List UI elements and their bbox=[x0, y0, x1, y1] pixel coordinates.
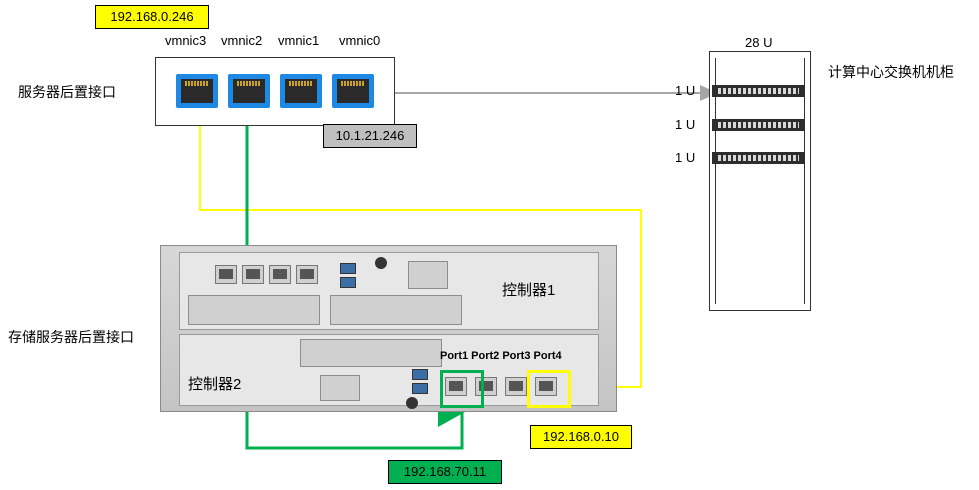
controller2-usb-1 bbox=[412, 369, 428, 380]
port1-highlight bbox=[440, 370, 484, 408]
rack-unit-label-2: 1 U bbox=[675, 117, 696, 132]
controller1-sfp bbox=[408, 261, 448, 289]
rack-unit-3 bbox=[712, 152, 805, 164]
controller1-button bbox=[375, 257, 387, 269]
storage-back-panel: 控制器1 控制器2 Port1 Port2 Port3 Port4 bbox=[160, 245, 617, 412]
rack-unit-label-1: 1 U bbox=[675, 83, 696, 98]
controller2-label: 控制器2 bbox=[188, 376, 242, 393]
rack-title: 计算中心交换机机柜 bbox=[828, 64, 954, 80]
nic-label-vmnic0: vmnic0 bbox=[339, 33, 381, 48]
nic-label-vmnic2: vmnic2 bbox=[221, 33, 263, 48]
ip-label-port1: 192.168.70.11 bbox=[388, 460, 502, 484]
rack-frame bbox=[715, 58, 805, 304]
controller2-slot-1 bbox=[300, 339, 442, 367]
controller1-slot-2 bbox=[330, 295, 462, 325]
storage-back-label: 存储服务器后置接口 bbox=[8, 329, 134, 345]
controller1-port-b bbox=[242, 265, 264, 284]
rj45-port-vmnic1 bbox=[280, 74, 322, 108]
rj45-port-vmnic2 bbox=[228, 74, 270, 108]
controller1-label: 控制器1 bbox=[502, 282, 556, 299]
switch-rack bbox=[709, 51, 811, 311]
nic-label-vmnic1: vmnic1 bbox=[278, 33, 320, 48]
ip-label-vmnic3: 192.168.0.246 bbox=[95, 5, 209, 29]
controller1-port-d bbox=[296, 265, 318, 284]
controller1-usb-2 bbox=[340, 277, 356, 288]
controller-1: 控制器1 bbox=[179, 252, 599, 330]
controller1-usb-1 bbox=[340, 263, 356, 274]
controller2-port-2 bbox=[475, 377, 497, 396]
rack-unit-label-3: 1 U bbox=[675, 150, 696, 165]
rj45-port-vmnic0 bbox=[332, 74, 374, 108]
server-back-label: 服务器后置接口 bbox=[18, 84, 116, 100]
server-back-panel bbox=[155, 57, 395, 126]
controller2-port-3 bbox=[505, 377, 527, 396]
controller2-slot-2 bbox=[320, 375, 360, 401]
controller2-port-4 bbox=[535, 377, 557, 396]
controller2-port-1 bbox=[445, 377, 467, 396]
controller1-port-a bbox=[215, 265, 237, 284]
controller2-button bbox=[406, 397, 418, 409]
nic-label-vmnic3: vmnic3 bbox=[165, 33, 207, 48]
port4-highlight bbox=[527, 370, 571, 408]
rack-size-label: 28 U bbox=[745, 35, 773, 50]
ip-label-mgmt: 10.1.21.246 bbox=[323, 124, 417, 148]
rj45-port-vmnic3 bbox=[176, 74, 218, 108]
rack-unit-1 bbox=[712, 85, 805, 97]
controller1-port-c bbox=[269, 265, 291, 284]
ip-label-port4: 192.168.0.10 bbox=[530, 425, 632, 449]
controller2-usb-2 bbox=[412, 383, 428, 394]
rack-unit-2 bbox=[712, 119, 805, 131]
controller1-slot-1 bbox=[188, 295, 320, 325]
port-labels: Port1 Port2 Port3 Port4 bbox=[440, 350, 562, 362]
